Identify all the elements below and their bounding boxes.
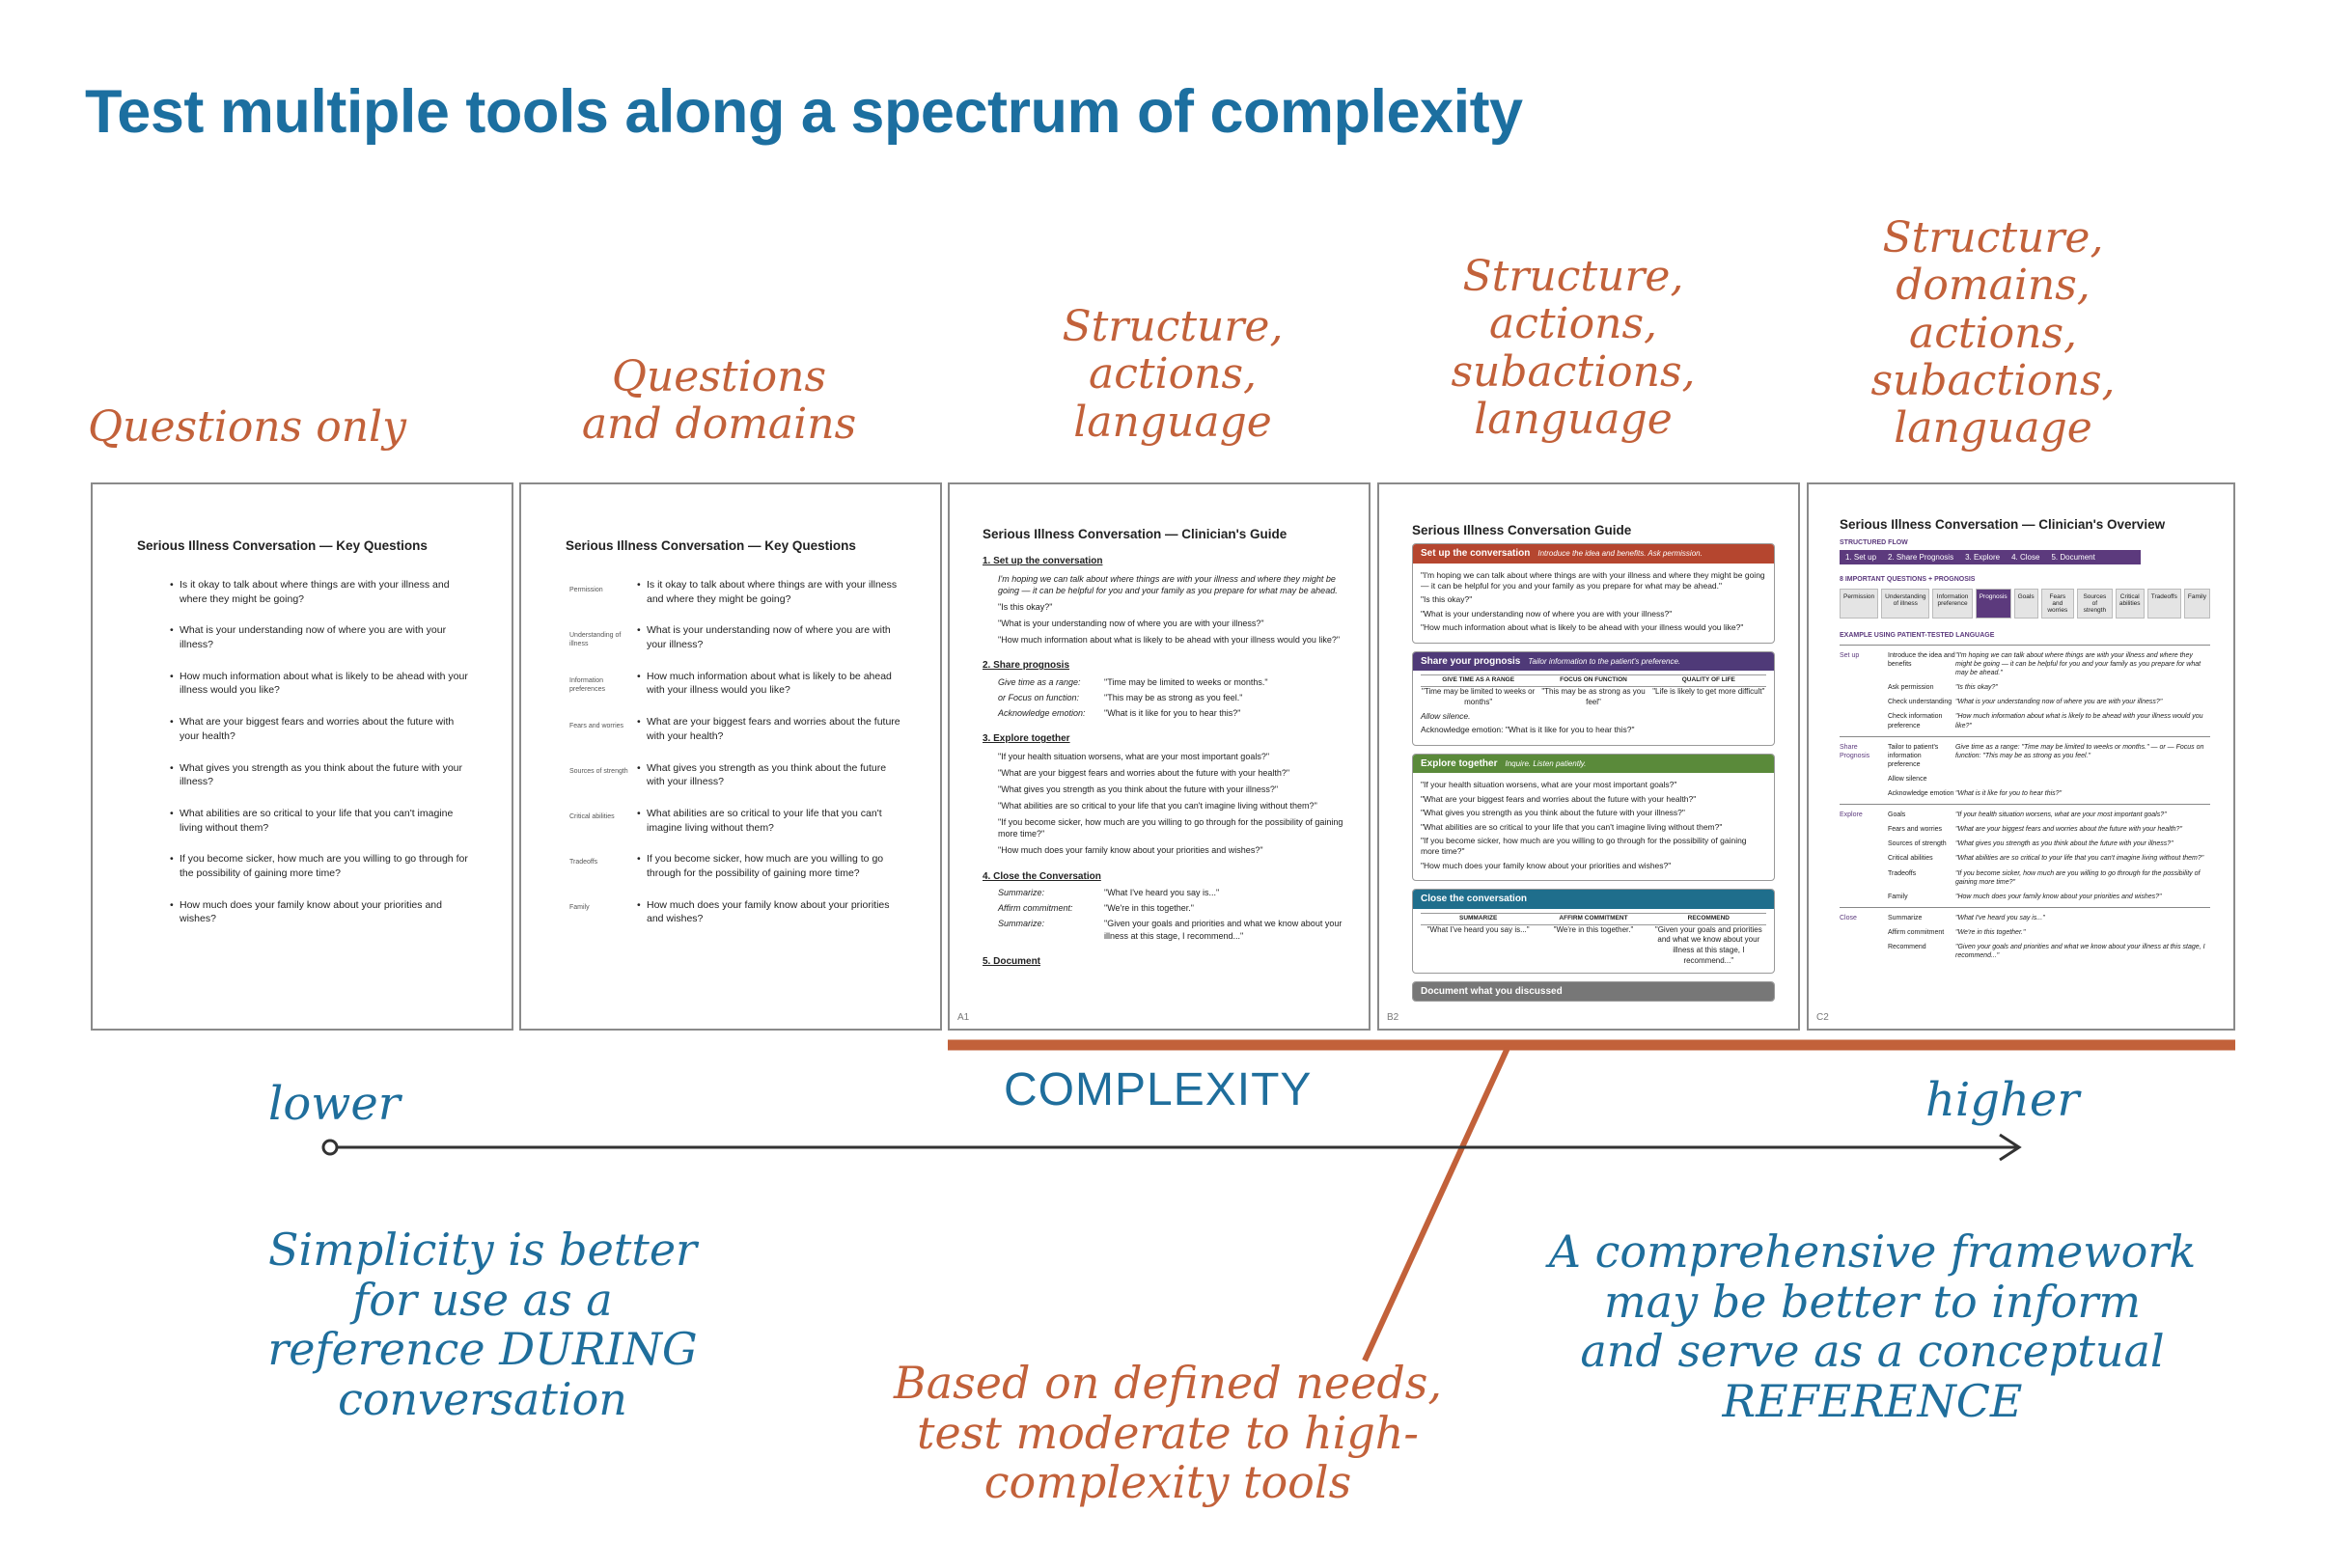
list-item: •Is it okay to talk about where things a… bbox=[170, 579, 450, 605]
section-heading: 5. Document bbox=[983, 955, 1041, 967]
section-heading: 2. Share prognosis bbox=[983, 660, 1070, 672]
page-number: B2 bbox=[1387, 1012, 1399, 1023]
list-item: •If you become sicker, how much are you … bbox=[170, 853, 468, 879]
label-questions-only: Questions only bbox=[88, 402, 406, 452]
domain-label: Fears and worries bbox=[569, 723, 624, 729]
section-heading: 1. Set up the conversation bbox=[983, 556, 1103, 566]
doc-title: Serious Illness Conversation — Clinician… bbox=[1840, 517, 2166, 532]
axis-lower-label: lower bbox=[268, 1077, 401, 1131]
domain-label: Information preferences bbox=[569, 677, 605, 694]
complexity-label: COMPLEXITY bbox=[1004, 1064, 1313, 1115]
label-structure-domains: Structure, domains, actions, subactions,… bbox=[1870, 213, 2116, 454]
text: "How much information about what is like… bbox=[998, 635, 1341, 646]
note-defined-needs: Based on defined needs,test moderate to … bbox=[893, 1357, 1443, 1509]
doc-title: Serious Illness Conversation — Clinician… bbox=[983, 527, 1288, 541]
page-number: C2 bbox=[1816, 1012, 1829, 1023]
doc-title: Serious Illness Conversation — Key Quest… bbox=[566, 538, 856, 553]
list-item: •How much does your family know about yo… bbox=[637, 898, 890, 925]
list-item: •How much information about what is like… bbox=[637, 670, 892, 697]
text: "Is this okay?" bbox=[998, 601, 1053, 612]
domain-label: Family bbox=[569, 904, 590, 911]
list-item: •Is it okay to talk about where things a… bbox=[637, 579, 898, 605]
domain-label: Permission bbox=[569, 587, 603, 593]
axis-higher-label: higher bbox=[1925, 1073, 2080, 1127]
text: "What is your understanding now of where… bbox=[998, 618, 1264, 628]
axis-arrowhead bbox=[1999, 1133, 2022, 1162]
axis-start-dot bbox=[321, 1139, 339, 1156]
domain-label: Critical abilities bbox=[569, 813, 615, 820]
tool-questions-and-domains: Serious Illness Conversation — Key Quest… bbox=[519, 482, 942, 1031]
domain-label: Tradeoffs bbox=[569, 859, 598, 866]
tool-questions-only: Serious Illness Conversation — Key Quest… bbox=[91, 482, 513, 1031]
list-item: •How much does your family know about yo… bbox=[170, 898, 442, 925]
tool-clinicians-guide: Serious Illness Conversation — Clinician… bbox=[948, 482, 1371, 1031]
tool-conversation-guide: Serious Illness Conversation Guide Set u… bbox=[1377, 482, 1800, 1031]
label-structure-subactions: Structure, actions, subactions, language bbox=[1451, 252, 1696, 444]
page-title: Test multiple tools along a spectrum of … bbox=[85, 78, 1523, 146]
pointer-line bbox=[1362, 1046, 1510, 1362]
domain-label: Understanding of illness bbox=[569, 632, 622, 648]
list-item: •What are your biggest fears and worries… bbox=[637, 716, 900, 742]
tool-clinicians-overview: Serious Illness Conversation — Clinician… bbox=[1807, 482, 2235, 1031]
section-heading: 4. Close the Conversation bbox=[983, 870, 1101, 882]
page-number: A1 bbox=[957, 1012, 970, 1023]
doc-title: Serious Illness Conversation Guide bbox=[1412, 523, 1632, 537]
list-item: •What abilities are so critical to your … bbox=[637, 807, 882, 834]
domain-label: Sources of strength bbox=[569, 768, 628, 775]
list-item: •How much information about what is like… bbox=[170, 670, 468, 697]
label-questions-domains: Questions and domains bbox=[581, 352, 857, 450]
list-item: •What is your understanding now of where… bbox=[170, 624, 447, 651]
list-item: •What gives you strength as you think ab… bbox=[637, 761, 887, 788]
list-item: •What gives you strength as you think ab… bbox=[170, 761, 462, 788]
section-heading: 3. Explore together bbox=[983, 733, 1070, 745]
list-item: •What is your understanding now of where… bbox=[637, 624, 891, 651]
doc-title: Serious Illness Conversation — Key Quest… bbox=[137, 538, 428, 553]
section-box-document: Document what you discussed bbox=[1412, 980, 1775, 1003]
label-structure-actions-language: Structure, actions, language bbox=[1062, 302, 1284, 447]
list-item: •What abilities are so critical to your … bbox=[170, 807, 454, 834]
text: I'm hoping we can talk about where thing… bbox=[998, 573, 1338, 595]
list-item: •If you become sicker, how much are you … bbox=[637, 853, 884, 879]
list-item: •What are your biggest fears and worries… bbox=[170, 716, 455, 742]
